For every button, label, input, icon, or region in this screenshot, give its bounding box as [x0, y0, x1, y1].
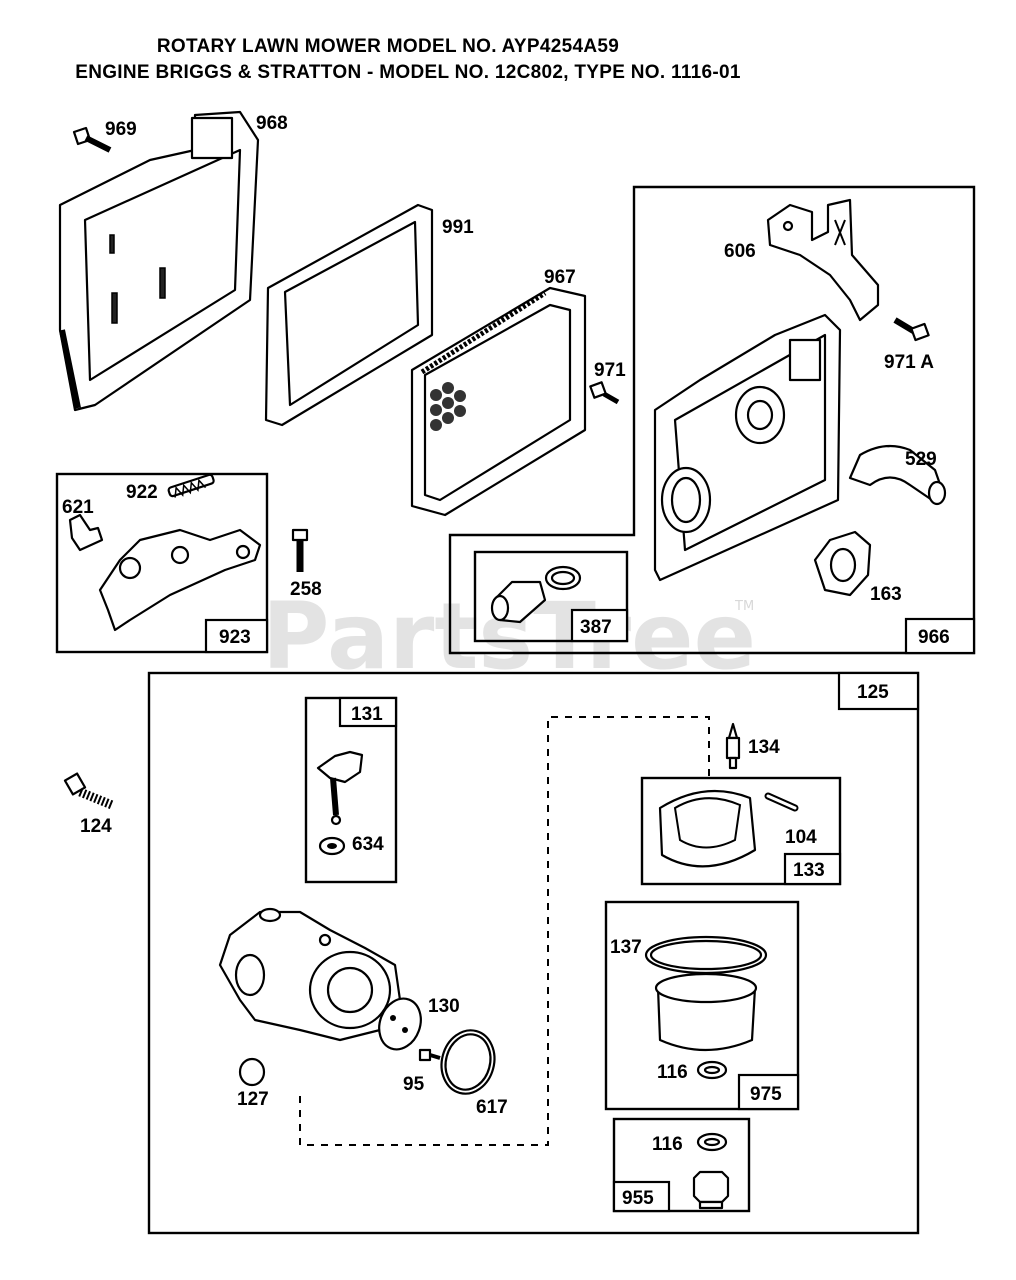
label-606: 606 — [724, 241, 756, 262]
label-258: 258 — [290, 579, 322, 600]
part-966-base-plate[interactable] — [653, 313, 842, 582]
label-137: 137 — [610, 937, 642, 958]
kit-tag-133 — [783, 852, 842, 886]
kit-box-955 — [612, 1117, 751, 1213]
label-134: 134 — [748, 737, 780, 758]
part-968-air-cleaner-base[interactable] — [58, 110, 260, 412]
kit-box-923 — [55, 472, 269, 654]
label-991: 991 — [442, 217, 474, 238]
kit-label-966: 966 — [918, 627, 950, 648]
part-606-bracket[interactable] — [766, 198, 880, 322]
label-634: 634 — [352, 834, 384, 855]
label-95: 95 — [403, 1074, 425, 1095]
part-95-screw[interactable] — [418, 1048, 441, 1062]
assembly-leader-line — [299, 716, 710, 1146]
part-137-bowl-gasket[interactable] — [644, 935, 768, 975]
part-923-governor-plate[interactable] — [98, 528, 262, 632]
label-969: 969 — [105, 119, 137, 140]
kit-label-955: 955 — [622, 1188, 654, 1209]
kit-tag-125 — [837, 671, 920, 711]
part-922-spring[interactable] — [167, 473, 215, 498]
part-967-filter-cartridge[interactable] — [410, 286, 587, 517]
part-130-throttle-plate[interactable] — [372, 993, 427, 1056]
part-carburetor-body[interactable] — [218, 907, 402, 1042]
kit-label-131: 131 — [351, 704, 383, 725]
part-617-o-ring[interactable] — [435, 1024, 502, 1099]
kit-box-133 — [640, 776, 842, 886]
part-529-breather-tube[interactable] — [848, 444, 947, 506]
kit-box-387 — [473, 550, 629, 643]
diagram-title-engine: ENGINE BRIGGS & STRATTON - MODEL NO. 12C… — [75, 62, 741, 83]
kit-label-133: 133 — [793, 860, 825, 881]
watermark-tm: TM — [734, 599, 754, 614]
label-116-a: 116 — [657, 1062, 688, 1083]
kit-box-975 — [604, 900, 800, 1111]
kit-box-966 — [448, 185, 976, 655]
label-968: 968 — [256, 113, 288, 134]
kit-tag-131 — [338, 696, 398, 728]
label-922: 922 — [126, 482, 158, 503]
part-975-float-bowl[interactable] — [654, 972, 758, 1052]
part-124-bolt[interactable] — [63, 772, 114, 810]
part-116-washer-b[interactable] — [696, 1132, 728, 1152]
part-387-filter-and-clamp[interactable] — [490, 565, 582, 624]
part-134-inlet-needle[interactable] — [725, 722, 741, 770]
part-971-screw[interactable] — [589, 381, 620, 405]
part-955-bowl-nut[interactable] — [692, 1170, 730, 1210]
kit-label-975: 975 — [750, 1084, 782, 1105]
part-258-bolt[interactable] — [291, 528, 309, 572]
kit-tag-387 — [570, 608, 629, 643]
kit-label-387: 387 — [580, 617, 612, 638]
label-621: 621 — [62, 497, 94, 518]
kit-label-125: 125 — [857, 682, 889, 703]
part-131-choke-shaft[interactable] — [316, 750, 364, 826]
part-621-link[interactable] — [68, 513, 104, 552]
kit-tag-955 — [612, 1180, 671, 1213]
label-529: 529 — [905, 449, 937, 470]
label-971: 971 — [594, 360, 626, 381]
part-127-welch-plug[interactable] — [238, 1057, 266, 1087]
kit-tag-975 — [737, 1073, 800, 1111]
kit-tag-923 — [204, 618, 269, 654]
label-130: 130 — [428, 996, 460, 1017]
part-971a-screw[interactable] — [893, 317, 930, 342]
part-991-pre-cleaner[interactable] — [264, 203, 434, 427]
part-969-screw[interactable] — [72, 126, 112, 153]
part-634-seal[interactable] — [318, 836, 346, 856]
kit-tag-966 — [904, 617, 976, 655]
part-104-hinge-pin[interactable] — [764, 792, 799, 812]
part-133-float[interactable] — [658, 789, 757, 868]
label-104: 104 — [785, 827, 817, 848]
label-116-b: 116 — [652, 1134, 683, 1155]
kit-label-923: 923 — [219, 627, 251, 648]
label-971a: 971 A — [884, 352, 934, 373]
part-163-gasket[interactable] — [813, 530, 872, 597]
label-124: 124 — [80, 816, 112, 837]
label-163: 163 — [870, 584, 902, 605]
kit-box-125 — [147, 671, 920, 1235]
label-617: 617 — [476, 1097, 508, 1118]
label-967: 967 — [544, 267, 576, 288]
diagram-title-model: ROTARY LAWN MOWER MODEL NO. AYP4254A59 — [156, 36, 620, 57]
part-116-washer-a[interactable] — [696, 1060, 728, 1080]
label-127: 127 — [237, 1089, 269, 1110]
